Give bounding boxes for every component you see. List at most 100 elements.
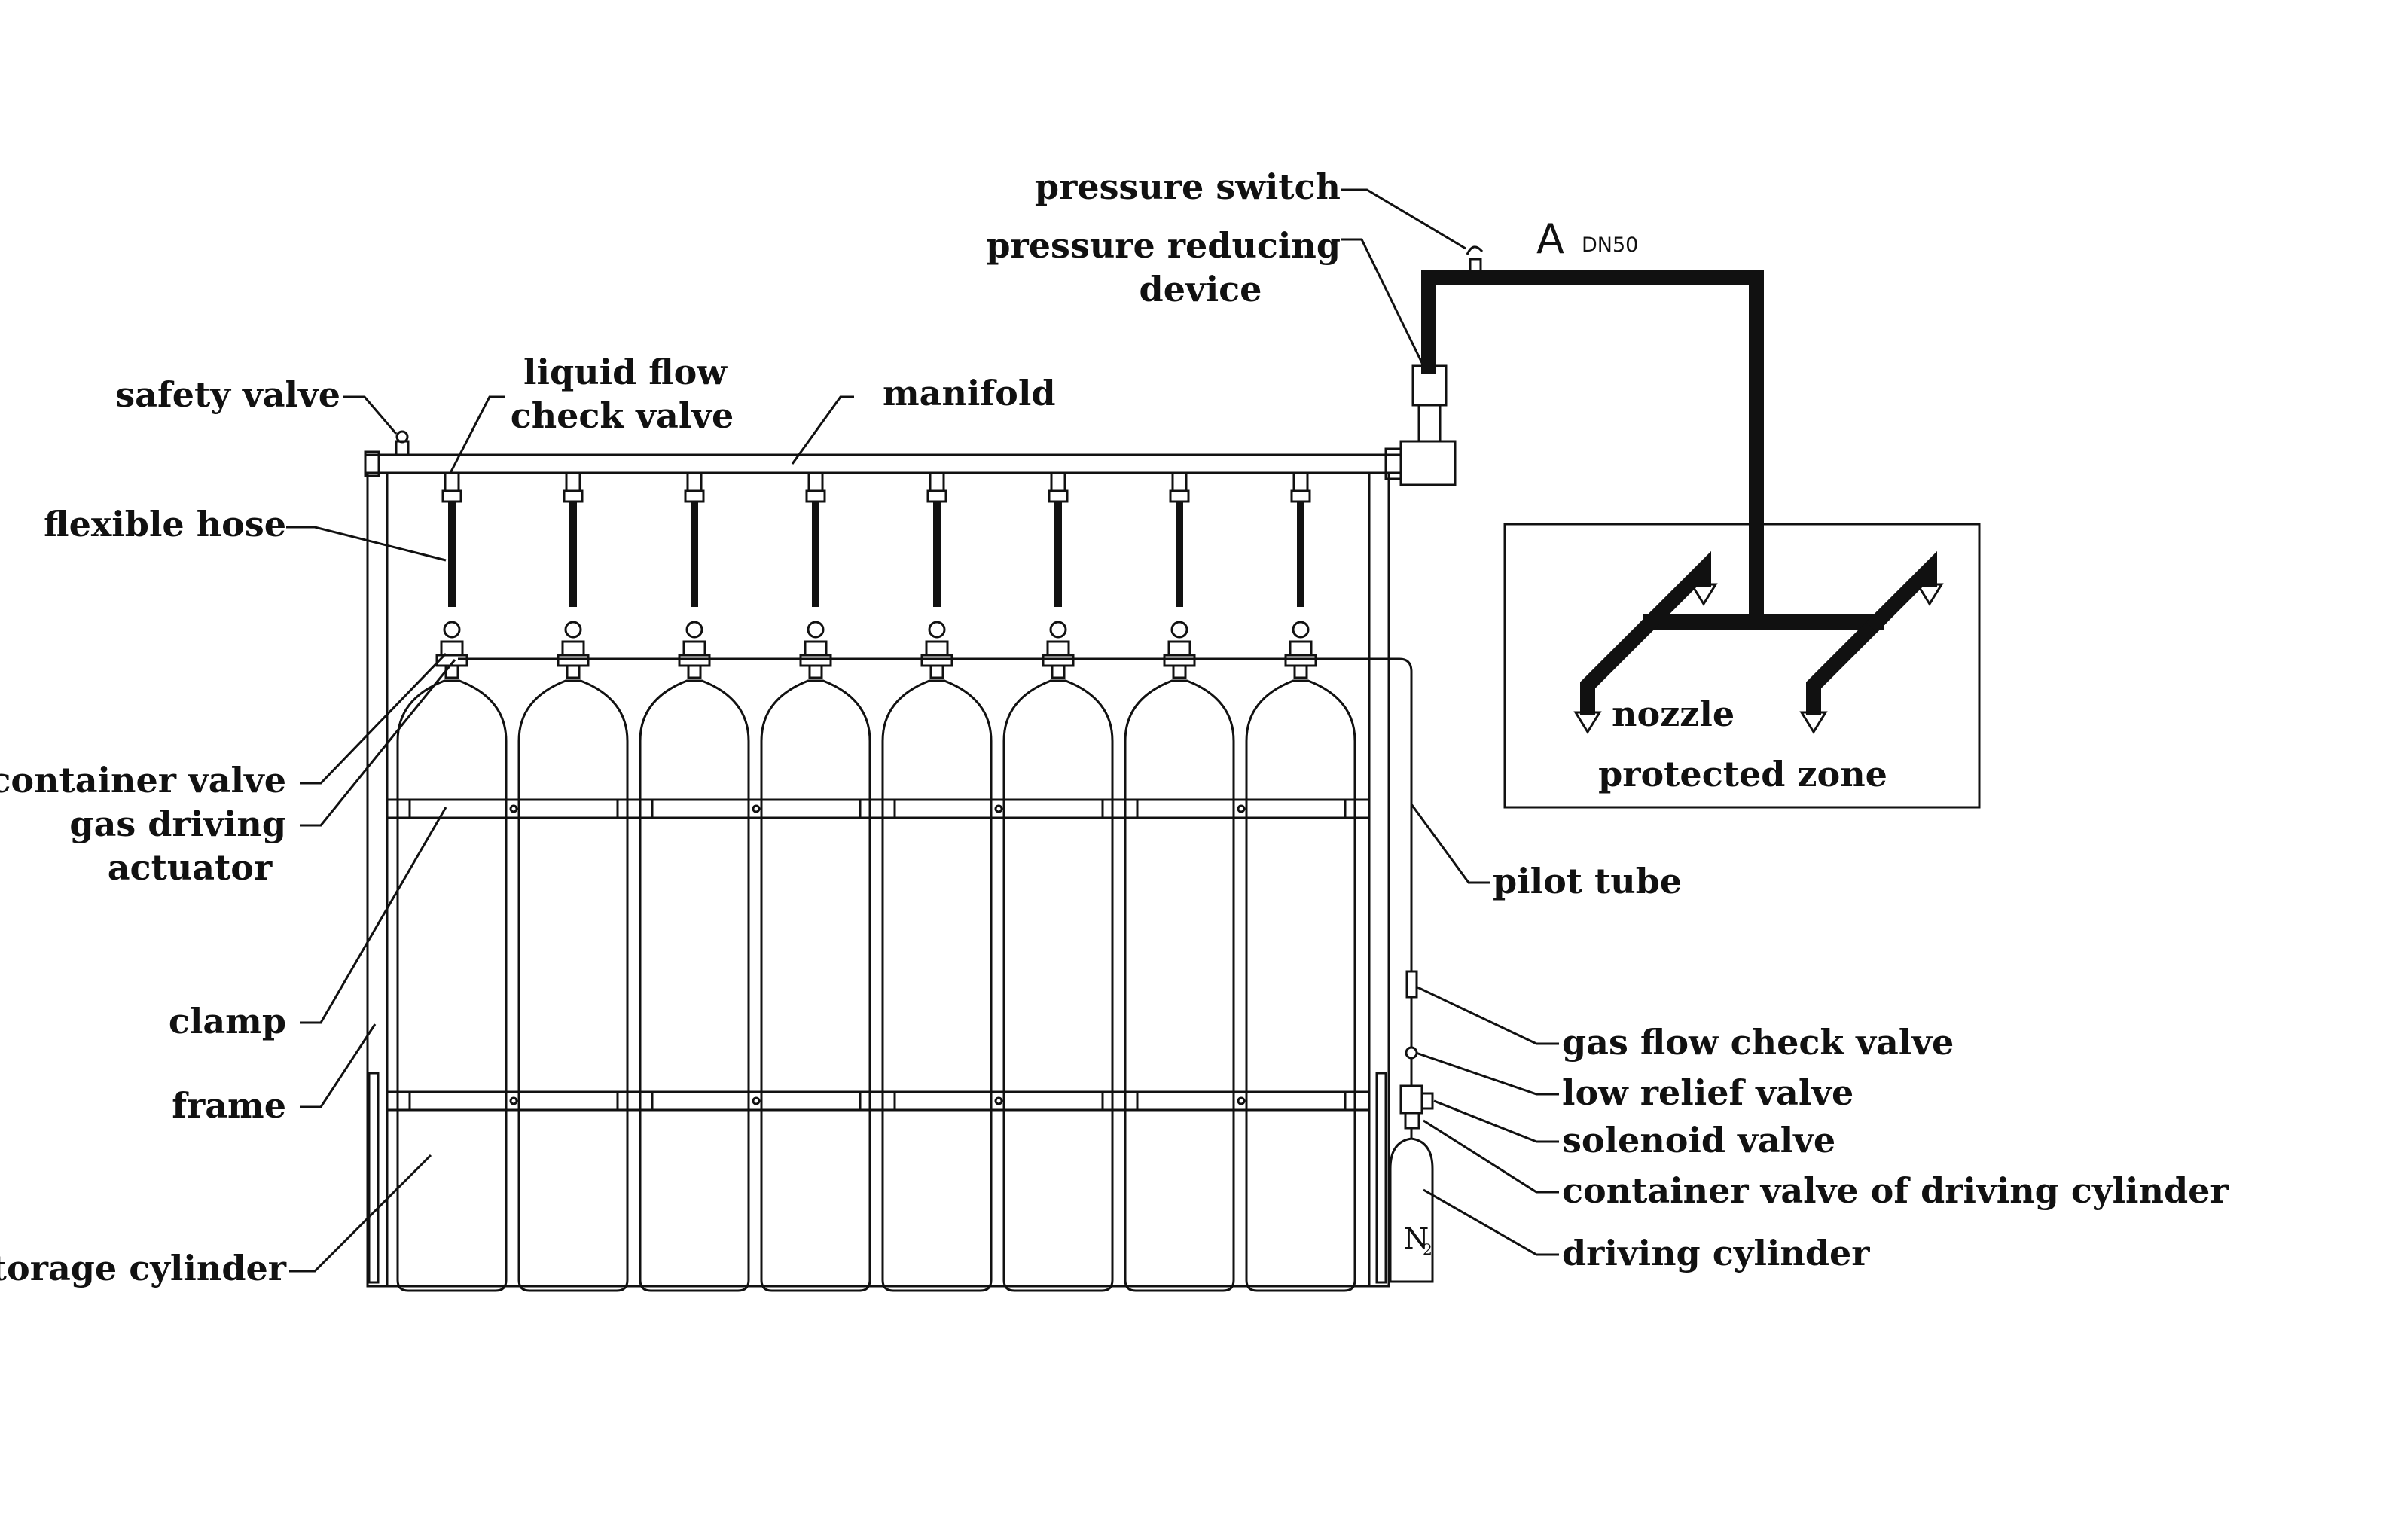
clamp [651,798,862,819]
nozzles [1573,583,1944,734]
flexible-hose [812,502,819,607]
label-gas-driving-line1: gas driving [69,804,286,844]
label-container-valve-driving: container valve of driving cylinder [1562,1170,2229,1211]
hose-coupling [926,489,947,503]
valve-neck [1172,664,1187,679]
flexible-hose [691,502,698,607]
nozzle-icon [1799,711,1828,734]
valve-neck [566,664,581,679]
flexible-hose [448,502,456,607]
label-gas-flow-check-valve: gas flow check valve [1562,1022,1954,1063]
label-protected-zone: protected zone [1598,754,1887,794]
label-gas-driving-line2: actuator [108,847,273,888]
hose-coupling [563,489,584,503]
pressure-switch [1466,245,1484,277]
clamp-bolt [994,804,1003,813]
pilot-tube [458,657,1418,1086]
clamp [1136,1090,1347,1112]
pressure-gauge-icon [928,621,946,639]
flexible-hose [1297,502,1304,607]
container-valve [925,640,949,657]
container-valve [1289,640,1313,657]
storage-cylinder [1002,679,1114,1292]
liquid-flow-check-valve [1292,471,1309,492]
valve-neck [1051,664,1066,679]
container-valve [561,640,585,657]
hose-coupling [1169,489,1190,503]
label-liquid-flow-line1: liquid flow [523,352,728,392]
container-valve [804,640,828,657]
liquid-flow-check-valve [565,471,581,492]
cylinder-assembly-2 [517,471,629,1292]
label-pressure-reducing-line1: pressure reducing [986,225,1341,266]
clamp [651,1090,862,1112]
flexible-hose [1054,502,1062,607]
clamp-bolt [752,804,761,813]
liquid-flow-check-valve [1050,471,1066,492]
liquid-flow-check-valve [807,471,824,492]
nozzle-icon [1573,711,1602,734]
liquid-flow-check-valve [1171,471,1188,492]
storage-cylinder [1245,679,1356,1292]
manifold [364,440,1457,486]
flexible-hose [569,502,577,607]
hose-coupling [1048,489,1069,503]
clamp-bolt [752,1096,761,1105]
pressure-gauge-icon [443,621,461,639]
label-pressure-reducing-line2: device [1140,269,1262,310]
label-solenoid-valve: solenoid valve [1562,1120,1835,1160]
pressure-reducing-device [1411,364,1448,443]
gas-driving-actuator [1284,654,1317,667]
labels: pressure switch pressure reducing device… [0,166,2229,1288]
label-manifold: manifold [883,373,1056,413]
hose-coupling [441,489,462,503]
pipe-size-mark: DN50 [1582,233,1638,257]
label-nozzle: nozzle [1612,694,1735,734]
pressure-gauge-icon [1049,621,1067,639]
label-clamp: clamp [169,1001,286,1041]
protected-zone-box [1503,523,1981,809]
hose-coupling [805,489,826,503]
nozzle-icon [1915,583,1944,606]
cylinder-assembly-8 [1245,471,1356,1292]
hose-coupling [1290,489,1311,503]
liquid-flow-check-valve [444,471,460,492]
label-pilot-tube: pilot tube [1493,861,1682,901]
pressure-gauge-icon [685,621,703,639]
driving-gas-symbol: N [1404,1222,1429,1255]
label-pressure-switch: pressure switch [1035,166,1341,207]
clamp-bolt [1237,804,1246,813]
storage-cylinder-bank [396,471,1356,1292]
cylinder-assembly-7 [1124,471,1235,1292]
label-low-relief-valve: low relief valve [1562,1072,1853,1113]
cylinder-assembly-6 [1002,471,1114,1292]
storage-cylinder [517,679,629,1292]
driving-cylinder: N 2 [1389,1084,1434,1283]
storage-cylinder [1124,679,1235,1292]
driving-gas-subscript: 2 [1423,1240,1432,1258]
label-flexible-hose: flexible hose [44,504,286,544]
cylinder-assembly-1 [396,471,508,1292]
clamp [1136,798,1347,819]
flexible-hose [933,502,941,607]
liquid-flow-check-valve [929,471,945,492]
cylinder-assembly-4 [760,471,871,1292]
pressure-gauge-icon [1170,621,1188,639]
container-valve [1167,640,1191,657]
valve-neck [808,664,823,679]
clamp-bolt [509,1096,518,1105]
frame [366,471,1390,1288]
gas-driving-actuator [557,654,590,667]
container-valve [682,640,706,657]
clamp [408,1090,619,1112]
label-storage-cylinder: storage cylinder [0,1248,287,1288]
hose-coupling [684,489,705,503]
gas-driving-actuator [799,654,832,667]
clamp [408,798,619,819]
pressure-gauge-icon [564,621,582,639]
label-safety-valve: safety valve [115,374,340,415]
pipe-section-mark: A [1536,215,1564,263]
pressure-gauge-icon [1292,621,1310,639]
safety-valve [395,430,410,456]
